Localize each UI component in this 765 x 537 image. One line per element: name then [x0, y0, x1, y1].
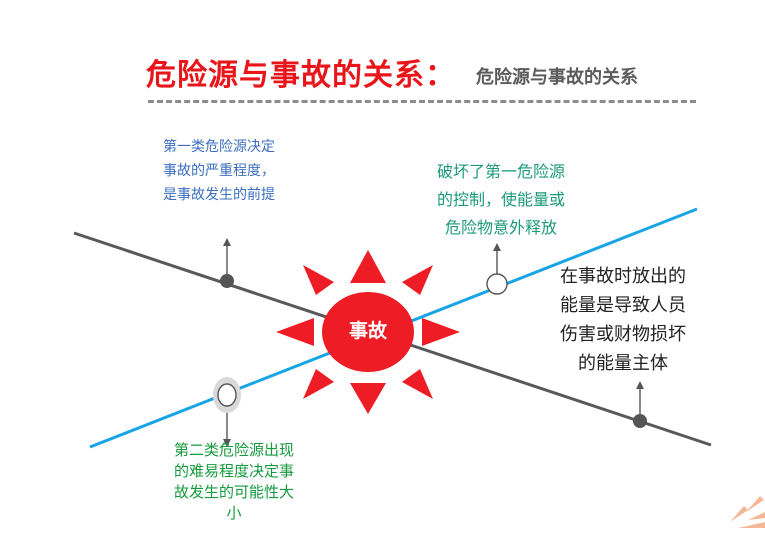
sun-core [322, 292, 414, 372]
marker-open-right [486, 273, 508, 295]
note-line: 是事故发生的前提 [163, 187, 275, 203]
note-energy-subject: 在事故时放出的 能量是导致人员 伤害或财物损坏 的能量主体 [560, 262, 686, 378]
note-line: 破坏了第一危险源 [437, 162, 566, 181]
note-line: 能量是导致人员 [560, 295, 686, 316]
ray-top [350, 250, 386, 283]
arrows [223, 238, 644, 447]
note-line: 第二类危险源出现 [173, 441, 294, 459]
note-line: 事故的严重程度， [163, 163, 275, 179]
ray-bottom-left [303, 369, 334, 399]
note-line: 小 [226, 504, 242, 522]
marker-open-left [217, 383, 237, 407]
ray-left [276, 318, 314, 346]
arrow-up-far-right-head [636, 381, 644, 389]
ray-top-right [402, 265, 433, 295]
ray-bottom-right [402, 369, 433, 399]
note-line: 第一类危险源决定 [163, 139, 275, 155]
note-line: 在事故时放出的 [560, 266, 686, 287]
note-first-class-hazard: 第一类危险源决定 事故的严重程度， 是事故发生的前提 [163, 135, 275, 207]
note-break-control: 破坏了第一危险源 的控制，使能量或 危险物意外释放 [437, 158, 565, 242]
ray-right [422, 318, 460, 346]
note-second-class-hazard: 第二类危险源出现 的难易程度决定事 故发生的可能性大 小 [172, 440, 296, 524]
marker-gray-left [220, 274, 234, 288]
sun-rays [276, 250, 460, 414]
title-divider [148, 100, 696, 103]
ray-top-left [303, 265, 334, 295]
arrow-up-right-head [493, 243, 501, 251]
note-line: 的控制，使能量或 [437, 190, 566, 209]
note-line: 的能量主体 [578, 353, 668, 374]
note-line: 伤害或财物损坏 [560, 324, 686, 345]
note-line: 的难易程度决定事 [173, 462, 294, 480]
page-title: 危险源与事故的关系： [146, 58, 456, 93]
arrow-up-left-head [223, 238, 231, 246]
corner-decoration-icon [730, 496, 765, 528]
ray-bottom [350, 383, 386, 414]
accident-label: 事故 [348, 320, 387, 342]
note-line: 故发生的可能性大 [173, 483, 294, 501]
arrow-down-left-head [223, 439, 231, 447]
note-line: 危险物意外释放 [445, 218, 558, 237]
page-subtitle: 危险源与事故的关系 [476, 67, 638, 88]
marker-gray-right [633, 414, 647, 428]
